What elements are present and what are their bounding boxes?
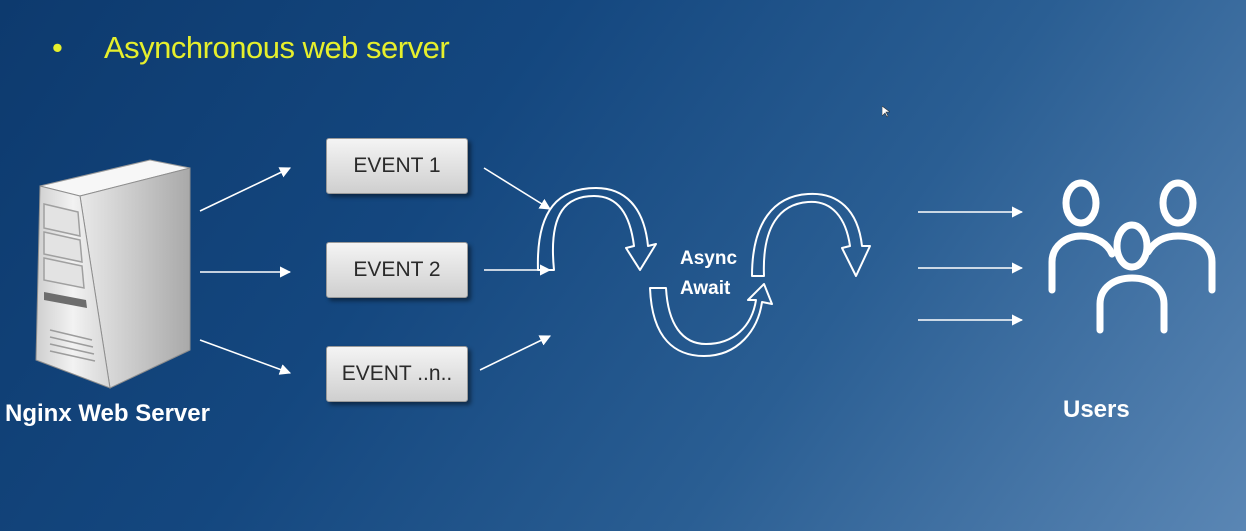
async-await-loop-icon bbox=[536, 187, 871, 357]
users-group-icon bbox=[1048, 179, 1216, 334]
bullet-dot: • bbox=[52, 30, 63, 65]
async-to-users-arrows bbox=[918, 206, 1024, 326]
server-tower-icon bbox=[35, 159, 191, 389]
mouse-cursor-icon bbox=[882, 106, 890, 118]
heading-text: Asynchronous web server bbox=[104, 30, 450, 65]
server-to-events-arrows bbox=[199, 167, 292, 375]
server-label: Nginx Web Server bbox=[5, 400, 210, 427]
event-2-box: EVENT 2 bbox=[326, 242, 468, 298]
users-label: Users bbox=[1063, 396, 1130, 423]
await-text: Await bbox=[680, 278, 731, 299]
async-text: Async bbox=[680, 248, 738, 269]
event-n-box: EVENT ..n.. bbox=[326, 346, 468, 402]
async-await-label: Async Await bbox=[680, 244, 737, 304]
event-1-box: EVENT 1 bbox=[326, 138, 468, 194]
